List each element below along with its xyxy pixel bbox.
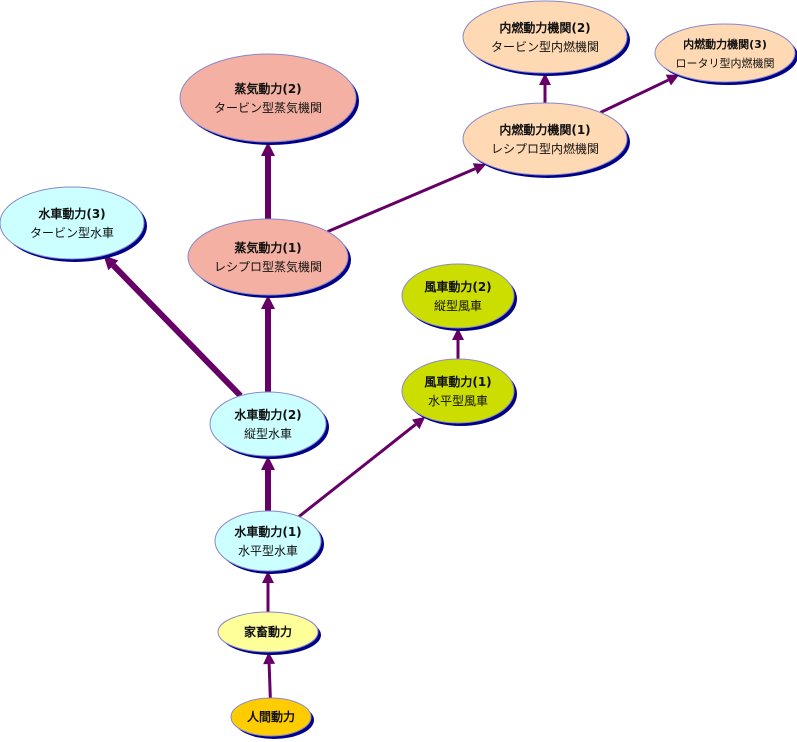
node-ellipse (401, 358, 515, 424)
node-subtitle: レシプロ型内燃機関 (491, 141, 599, 156)
arrowhead (262, 571, 274, 583)
node-title: 内燃動力機関(1) (499, 122, 590, 137)
arrowhead (263, 651, 276, 665)
node-title: 家畜動力 (244, 624, 292, 639)
arrowhead (261, 456, 275, 470)
edge-line (297, 423, 417, 518)
arrowhead (452, 328, 464, 340)
node-title: 水車動力(3) (38, 206, 105, 221)
arrowhead (261, 142, 275, 156)
node-title: 内燃動力機関(3) (683, 37, 767, 51)
edge-human-to-animal (263, 651, 276, 699)
node-ellipse (217, 611, 319, 653)
node-title: 蒸気動力(2) (234, 81, 301, 96)
node-water1[interactable]: 水車動力(1) 水平型水車 (214, 510, 324, 574)
edge-ice1-to-ice3 (599, 74, 680, 114)
edge-water2-to-steam1 (261, 295, 275, 392)
node-ellipse (0, 186, 145, 260)
arrowhead (539, 73, 551, 85)
node-water3[interactable]: 水車動力(3) タービン型水車 (0, 186, 147, 262)
edge-water2-to-water3 (103, 255, 243, 398)
node-ellipse (187, 218, 349, 296)
edge-line (326, 167, 476, 234)
node-steam1[interactable]: 蒸気動力(1) レシプロ型蒸気機関 (187, 218, 351, 298)
node-subtitle: 縦型風車 (434, 299, 482, 313)
edge-line (111, 263, 243, 398)
node-subtitle: タービン型水車 (30, 226, 114, 240)
node-steam2[interactable]: 蒸気動力(2) タービン型蒸気機関 (179, 53, 359, 145)
edge-water1-to-water2 (261, 456, 275, 511)
arrowhead (261, 295, 275, 309)
edge-line (599, 78, 669, 114)
node-ellipse (209, 391, 327, 457)
node-ice3[interactable]: 内燃動力機関(3) ロータリ型内燃機関 (654, 23, 797, 85)
node-ellipse (230, 697, 312, 737)
node-ellipse (179, 53, 357, 143)
node-subtitle: レシプロ型蒸気機関 (214, 259, 322, 274)
arrowhead (472, 163, 487, 175)
node-subtitle: タービン型蒸気機関 (214, 100, 322, 115)
node-ellipse (654, 23, 796, 83)
arrowhead (665, 74, 680, 86)
edge-wind1-to-wind2 (452, 328, 464, 359)
node-ice1[interactable]: 内燃動力機関(1) レシプロ型内燃機関 (462, 102, 630, 178)
edge-ice1-to-ice2 (539, 73, 551, 103)
node-animal[interactable]: 家畜動力 (217, 611, 321, 655)
node-subtitle: ロータリ型内燃機関 (676, 56, 775, 70)
edge-line (267, 663, 272, 699)
edge-animal-to-water1 (262, 571, 274, 612)
node-subtitle: タービン型内燃機関 (491, 39, 599, 54)
node-wind1[interactable]: 風車動力(1) 水平型風車 (401, 358, 517, 426)
node-water2[interactable]: 水車動力(2) 縦型水車 (209, 391, 329, 459)
node-ellipse (462, 102, 628, 176)
node-ellipse (401, 263, 515, 329)
node-human[interactable]: 人間動力 (230, 697, 314, 739)
node-ice2[interactable]: 内燃動力機関(2) タービン型内燃機関 (462, 0, 630, 76)
node-title: 水車動力(2) (234, 407, 301, 422)
node-title: 内燃動力機関(2) (499, 20, 590, 35)
edge-steam1-to-ice1 (326, 163, 487, 234)
arrowhead (103, 255, 119, 271)
node-subtitle: 水平型水車 (238, 544, 298, 558)
edge-steam1-to-steam2 (261, 142, 275, 219)
arrowhead (412, 416, 426, 430)
node-ellipse (462, 0, 628, 74)
node-subtitle: 水平型風車 (428, 394, 488, 408)
edges-layer (103, 73, 680, 699)
node-title: 水車動力(1) (234, 524, 301, 539)
node-ellipse (214, 510, 322, 572)
node-title: 風車動力(1) (424, 374, 491, 389)
node-title: 人間動力 (247, 709, 295, 724)
node-title: 風車動力(2) (424, 279, 491, 294)
edge-water1-to-wind1 (297, 416, 426, 518)
node-wind2[interactable]: 風車動力(2) 縦型風車 (401, 263, 517, 331)
node-subtitle: 縦型水車 (244, 427, 292, 441)
node-title: 蒸気動力(1) (234, 240, 301, 255)
